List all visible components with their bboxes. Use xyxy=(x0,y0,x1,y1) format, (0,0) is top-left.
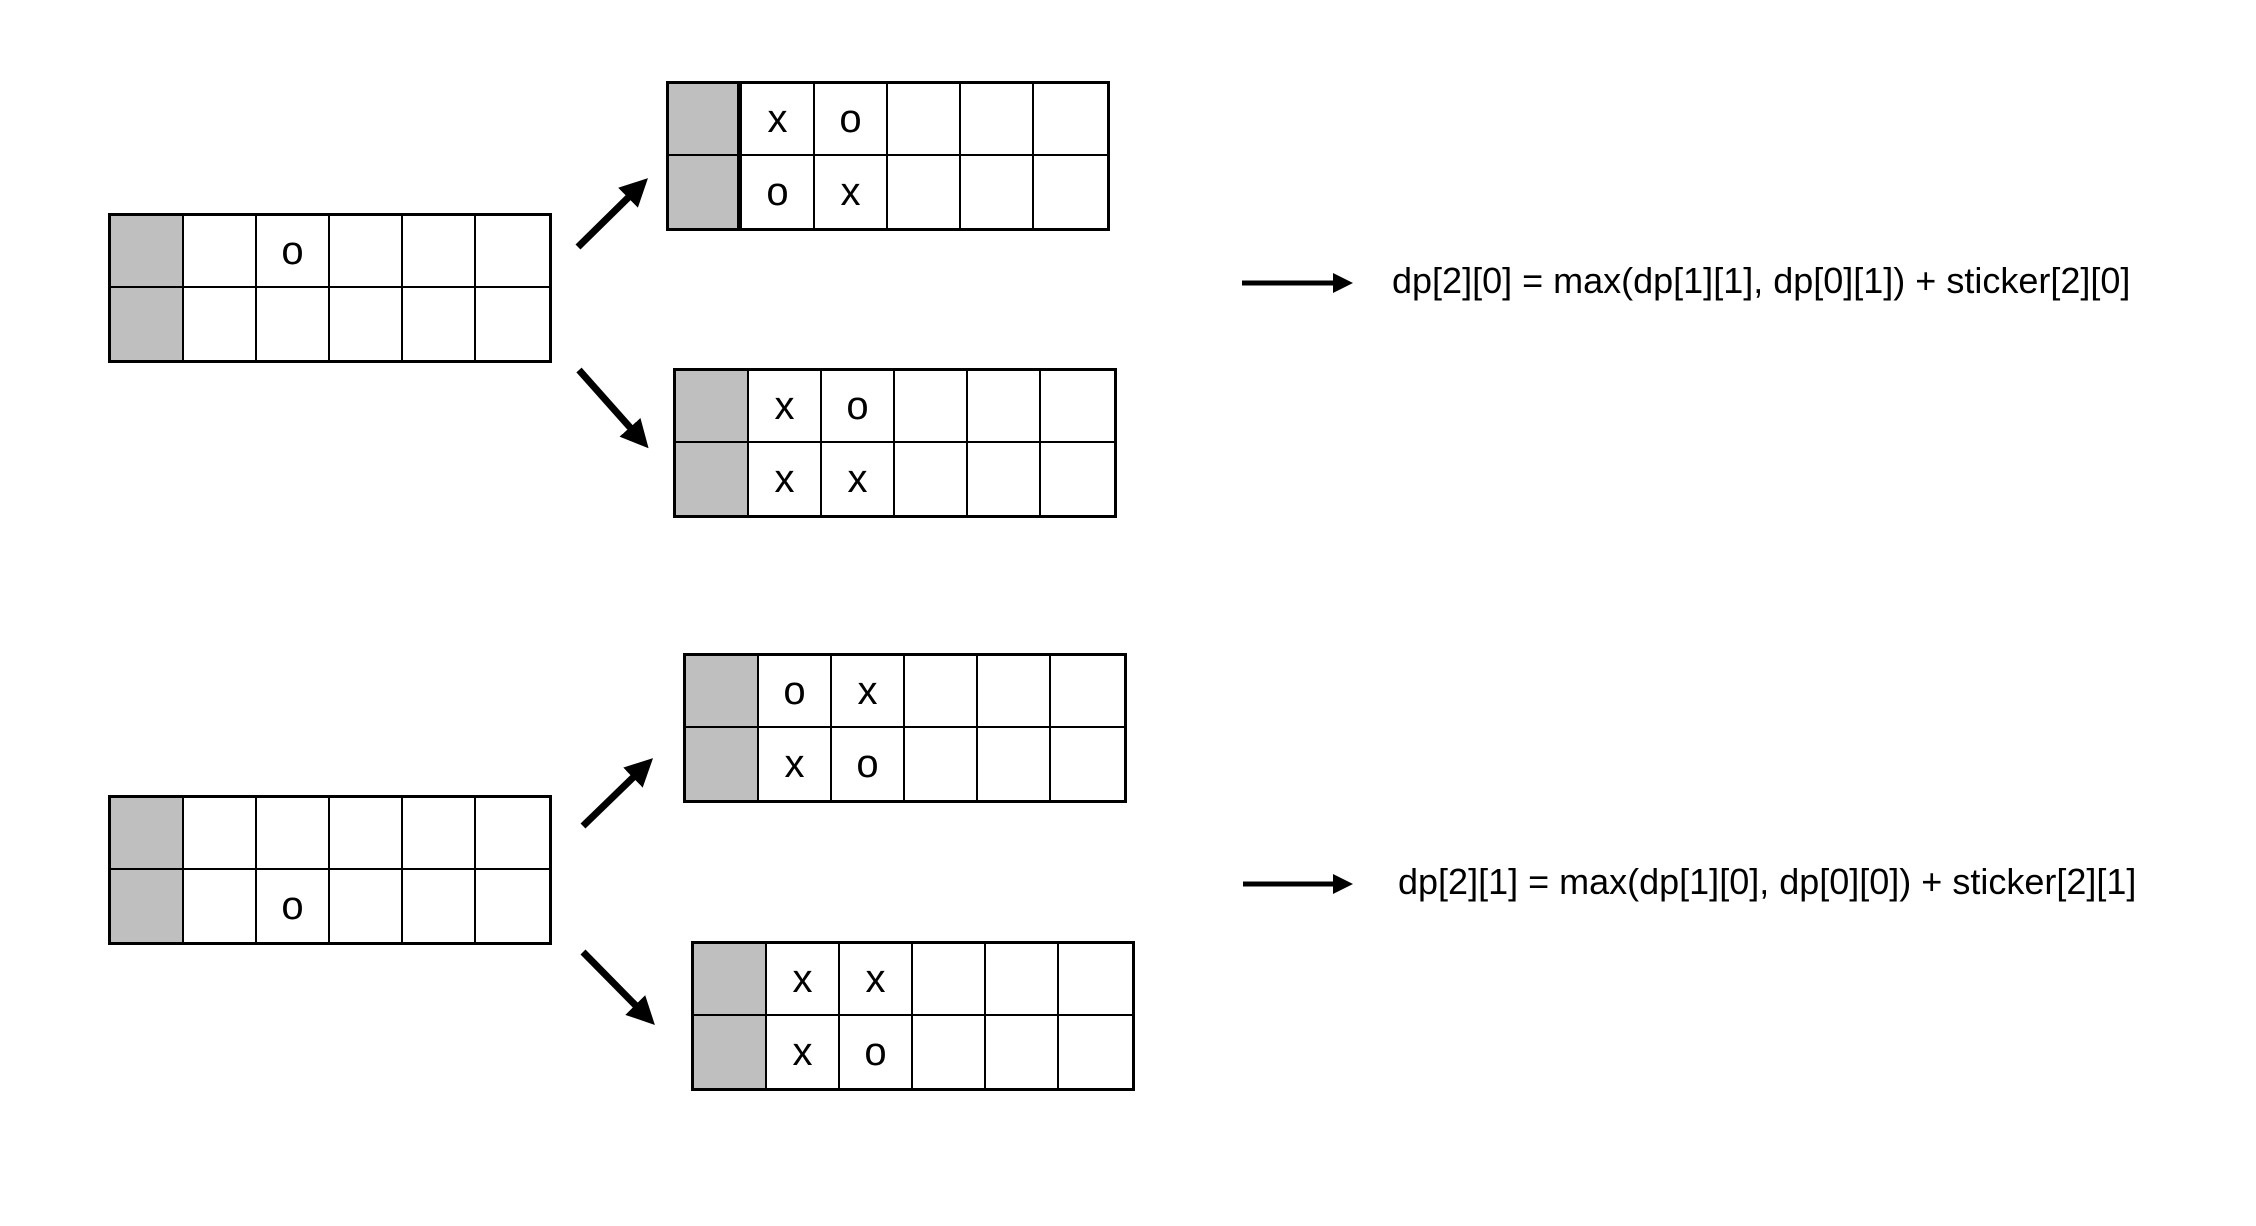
grid-header-cell xyxy=(694,1016,767,1088)
grid-cell xyxy=(968,371,1041,443)
grid-header-cell xyxy=(694,944,767,1016)
grid-cell xyxy=(961,156,1034,228)
grid-cell xyxy=(1059,1016,1132,1088)
grid-header-cell xyxy=(111,288,184,360)
grid-cell xyxy=(476,870,549,942)
grid-cell xyxy=(1059,944,1132,1016)
grid-cell: x xyxy=(822,443,895,515)
grid-cell xyxy=(978,728,1051,800)
grid-cell xyxy=(184,798,257,870)
grid-cell xyxy=(1051,656,1124,728)
top-source-grid: o xyxy=(108,213,552,363)
grid-cell: x xyxy=(767,944,840,1016)
grid-cell xyxy=(330,870,403,942)
grid-cell xyxy=(895,443,968,515)
grid-cell xyxy=(403,288,476,360)
grid-header-cell xyxy=(669,156,742,228)
grid-cell: x xyxy=(815,156,888,228)
grid-cell: x xyxy=(840,944,913,1016)
grid-cell xyxy=(257,288,330,360)
grid-cell xyxy=(961,84,1034,156)
grid-cell xyxy=(476,288,549,360)
grid-cell: o xyxy=(815,84,888,156)
grid-cell: x xyxy=(742,84,815,156)
grid-cell xyxy=(978,656,1051,728)
grid-cell: o xyxy=(822,371,895,443)
grid-cell xyxy=(913,1016,986,1088)
grid-cell: x xyxy=(767,1016,840,1088)
grid-header-cell xyxy=(676,443,749,515)
grid-cell xyxy=(1041,443,1114,515)
grid-cell: x xyxy=(749,371,822,443)
grid-cell: o xyxy=(759,656,832,728)
grid-header-cell xyxy=(111,216,184,288)
grid-cell xyxy=(1034,156,1107,228)
grid-cell xyxy=(888,84,961,156)
grid-header-cell xyxy=(686,656,759,728)
top-branch-up-arrow xyxy=(575,178,648,250)
bottom-branch-down-arrow xyxy=(580,949,655,1025)
grid-cell xyxy=(476,216,549,288)
grid-cell xyxy=(986,944,1059,1016)
top-branch-down-arrow xyxy=(576,367,649,449)
grid-cell xyxy=(403,798,476,870)
grid-cell xyxy=(905,728,978,800)
bottom-branch-up-arrow xyxy=(580,758,654,829)
grid-cell: x xyxy=(832,656,905,728)
grid-cell xyxy=(476,798,549,870)
grid-cell xyxy=(986,1016,1059,1088)
grid-header-cell xyxy=(669,84,742,156)
grid-cell xyxy=(968,443,1041,515)
grid-cell xyxy=(895,371,968,443)
grid-cell xyxy=(403,870,476,942)
grid-cell: x xyxy=(759,728,832,800)
grid-cell xyxy=(1034,84,1107,156)
grid-cell xyxy=(913,944,986,1016)
grid-cell xyxy=(905,656,978,728)
grid-cell xyxy=(184,216,257,288)
grid-cell: o xyxy=(832,728,905,800)
grid-header-cell xyxy=(676,371,749,443)
grid-cell: o xyxy=(257,216,330,288)
top-dp-formula: dp[2][0] = max(dp[1][1], dp[0][1]) + sti… xyxy=(1392,260,2131,301)
grid-cell: o xyxy=(742,156,815,228)
grid-cell: o xyxy=(840,1016,913,1088)
grid-cell xyxy=(888,156,961,228)
grid-cell: x xyxy=(749,443,822,515)
grid-header-cell xyxy=(111,870,184,942)
grid-cell xyxy=(330,216,403,288)
grid-cell xyxy=(330,798,403,870)
bottom-source-grid: o xyxy=(108,795,552,945)
grid-cell xyxy=(184,870,257,942)
grid-cell xyxy=(1041,371,1114,443)
grid-cell: o xyxy=(257,870,330,942)
grid-cell xyxy=(257,798,330,870)
grid-cell xyxy=(1051,728,1124,800)
bottom-dp-formula: dp[2][1] = max(dp[1][0], dp[0][0]) + sti… xyxy=(1398,861,2137,902)
grid-header-cell xyxy=(686,728,759,800)
grid-cell xyxy=(330,288,403,360)
grid-cell xyxy=(184,288,257,360)
grid-cell xyxy=(403,216,476,288)
grid-header-cell xyxy=(111,798,184,870)
